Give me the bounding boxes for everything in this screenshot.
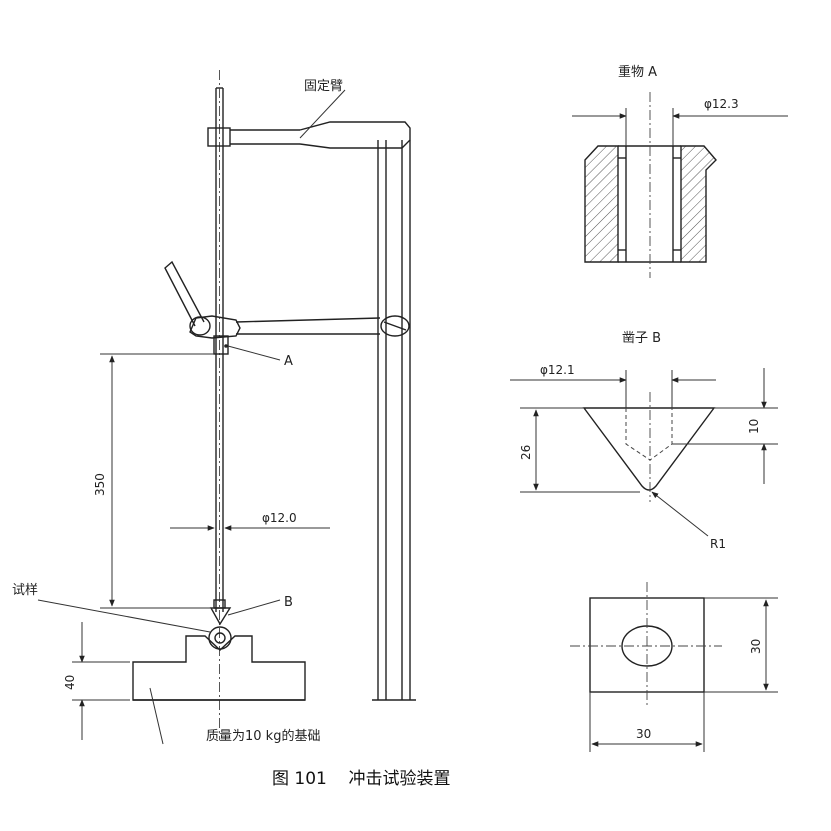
punch-b bbox=[209, 599, 281, 626]
tip-radius-value: R1 bbox=[710, 537, 726, 551]
punch-depth-value: 10 bbox=[747, 419, 761, 434]
point-b-label: B bbox=[284, 595, 293, 610]
punch-height-value: 26 bbox=[519, 445, 533, 460]
rod-diameter-value: φ12.0 bbox=[262, 511, 297, 525]
plate-detail: 30 30 bbox=[570, 582, 778, 752]
specimen-label: 试样 bbox=[12, 583, 38, 598]
weight-a-detail: 重物 A φ12.3 bbox=[572, 64, 788, 278]
point-a-label: A bbox=[284, 354, 293, 369]
fixed-arm bbox=[207, 89, 411, 149]
punch-title: 凿子 B bbox=[622, 331, 661, 346]
plate-width-value: 30 bbox=[636, 727, 651, 741]
base-height-value: 40 bbox=[63, 675, 77, 690]
fixed-arm-label: 固定臂 bbox=[304, 79, 343, 94]
drop-height-value: 350 bbox=[93, 473, 107, 496]
weight-title: 重物 A bbox=[618, 64, 657, 80]
weight-bore-value: φ12.3 bbox=[704, 97, 739, 111]
figure-caption: 图 101 冲击试验装置 bbox=[272, 769, 450, 789]
punch-b-detail: 凿子 B φ12.1 26 10 R1 bbox=[510, 331, 778, 551]
specimen bbox=[37, 599, 232, 650]
support-post bbox=[377, 140, 411, 700]
weight-a bbox=[213, 335, 281, 361]
plate-height-value: 30 bbox=[749, 639, 763, 654]
clamp-arm bbox=[164, 260, 410, 339]
apparatus: 固定臂 A B 试样 质量为10 kg的基础 350 φ12.0 40 bbox=[12, 70, 416, 745]
base-label: 质量为10 kg的基础 bbox=[206, 728, 320, 744]
base-block bbox=[132, 635, 306, 745]
guide-rod bbox=[215, 70, 224, 740]
base-height-dimension bbox=[72, 622, 130, 740]
drop-height-dimension bbox=[100, 353, 214, 609]
punch-diameter-value: φ12.1 bbox=[540, 363, 575, 377]
